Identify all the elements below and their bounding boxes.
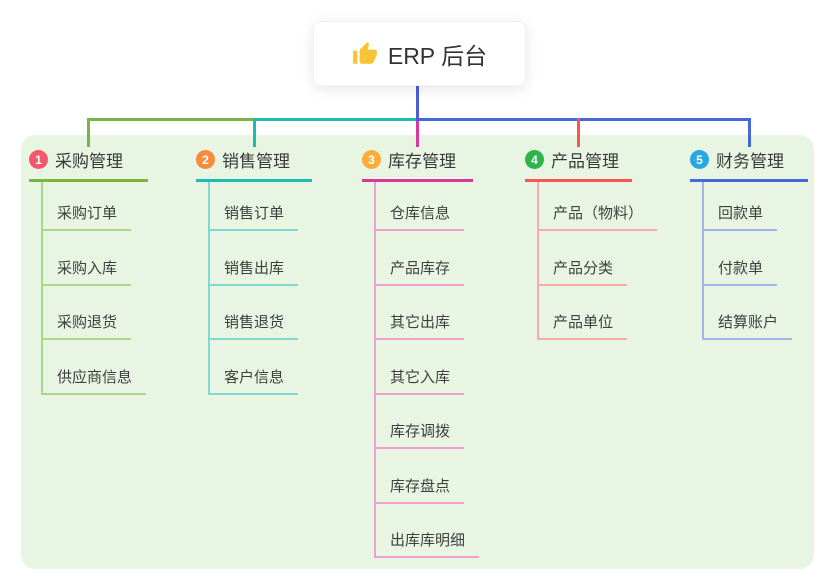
child-label: 供应商信息 bbox=[41, 368, 147, 395]
branch-badge-1: 1 bbox=[29, 150, 48, 169]
branch-drop-5 bbox=[747, 118, 751, 147]
branch-children-connector-4 bbox=[537, 179, 539, 340]
child-node[interactable]: 库存盘点 bbox=[374, 477, 465, 504]
branch-children-connector-5 bbox=[702, 179, 704, 340]
child-label: 回款单 bbox=[702, 204, 778, 231]
branch-node-3[interactable]: 3 库存管理 bbox=[362, 147, 473, 182]
root-stem bbox=[416, 84, 419, 121]
child-node[interactable]: 销售出库 bbox=[208, 259, 299, 286]
child-label: 销售退货 bbox=[208, 313, 299, 340]
child-node[interactable]: 采购入库 bbox=[41, 259, 132, 286]
child-node[interactable]: 仓库信息 bbox=[374, 204, 465, 231]
branch-label: 财务管理 bbox=[716, 152, 784, 171]
child-label: 仓库信息 bbox=[374, 204, 465, 231]
child-label: 付款单 bbox=[702, 259, 778, 286]
branch-node-4[interactable]: 4 产品管理 bbox=[525, 147, 632, 182]
child-label: 产品库存 bbox=[374, 259, 465, 286]
child-label: 其它出库 bbox=[374, 313, 465, 340]
child-node[interactable]: 销售退货 bbox=[208, 313, 299, 340]
branch-children-connector-1 bbox=[41, 179, 43, 395]
child-node[interactable]: 产品分类 bbox=[537, 259, 628, 286]
child-label: 产品分类 bbox=[537, 259, 628, 286]
child-node[interactable]: 采购订单 bbox=[41, 204, 132, 231]
child-node[interactable]: 回款单 bbox=[702, 204, 778, 231]
root-node[interactable]: ERP 后台 bbox=[313, 21, 526, 86]
canvas-panel bbox=[21, 135, 814, 569]
child-label: 产品（物料） bbox=[537, 204, 658, 231]
child-node[interactable]: 出库库明细 bbox=[374, 531, 480, 558]
branch-drop-1 bbox=[87, 118, 90, 147]
branch-label: 销售管理 bbox=[222, 152, 290, 171]
branch-label: 采购管理 bbox=[55, 152, 123, 171]
branch-badge-4: 4 bbox=[525, 150, 544, 169]
child-label: 出库库明细 bbox=[374, 531, 480, 558]
child-node[interactable]: 结算账户 bbox=[702, 313, 793, 340]
child-label: 销售出库 bbox=[208, 259, 299, 286]
branch-children-connector-3 bbox=[374, 179, 376, 558]
branch-drop-4 bbox=[577, 118, 580, 147]
branch-node-2[interactable]: 2 销售管理 bbox=[196, 147, 312, 182]
child-node[interactable]: 付款单 bbox=[702, 259, 778, 286]
child-label: 库存调拨 bbox=[374, 422, 465, 449]
child-node[interactable]: 产品库存 bbox=[374, 259, 465, 286]
bus-segment-2 bbox=[252, 118, 419, 121]
child-label: 库存盘点 bbox=[374, 477, 465, 504]
child-label: 结算账户 bbox=[702, 313, 793, 340]
bus-segment-1 bbox=[87, 118, 256, 121]
bus-segment-right bbox=[416, 118, 751, 121]
branch-node-1[interactable]: 1 采购管理 bbox=[29, 147, 148, 182]
branch-drop-2 bbox=[252, 118, 256, 147]
branch-badge-5: 5 bbox=[690, 150, 709, 169]
child-node[interactable]: 产品单位 bbox=[537, 313, 628, 340]
branch-drop-3 bbox=[416, 118, 419, 147]
root-title: ERP 后台 bbox=[387, 42, 488, 69]
child-label: 其它入库 bbox=[374, 368, 465, 395]
child-label: 销售订单 bbox=[208, 204, 299, 231]
child-node[interactable]: 销售订单 bbox=[208, 204, 299, 231]
child-node[interactable]: 产品（物料） bbox=[537, 204, 658, 231]
child-label: 采购入库 bbox=[41, 259, 132, 286]
child-label: 产品单位 bbox=[537, 313, 628, 340]
child-label: 采购订单 bbox=[41, 204, 132, 231]
child-label: 客户信息 bbox=[208, 368, 299, 395]
branch-label: 产品管理 bbox=[551, 152, 619, 171]
child-node[interactable]: 供应商信息 bbox=[41, 368, 147, 395]
branch-label: 库存管理 bbox=[388, 152, 456, 171]
child-node[interactable]: 其它出库 bbox=[374, 313, 465, 340]
child-node[interactable]: 库存调拨 bbox=[374, 422, 465, 449]
branch-node-5[interactable]: 5 财务管理 bbox=[690, 147, 808, 182]
branch-children-connector-2 bbox=[208, 179, 210, 395]
child-label: 采购退货 bbox=[41, 313, 132, 340]
child-node[interactable]: 客户信息 bbox=[208, 368, 299, 395]
thumbs-up-icon bbox=[352, 41, 377, 64]
child-node[interactable]: 其它入库 bbox=[374, 368, 465, 395]
branch-badge-3: 3 bbox=[362, 150, 381, 169]
branch-badge-2: 2 bbox=[196, 150, 215, 169]
child-node[interactable]: 采购退货 bbox=[41, 313, 132, 340]
